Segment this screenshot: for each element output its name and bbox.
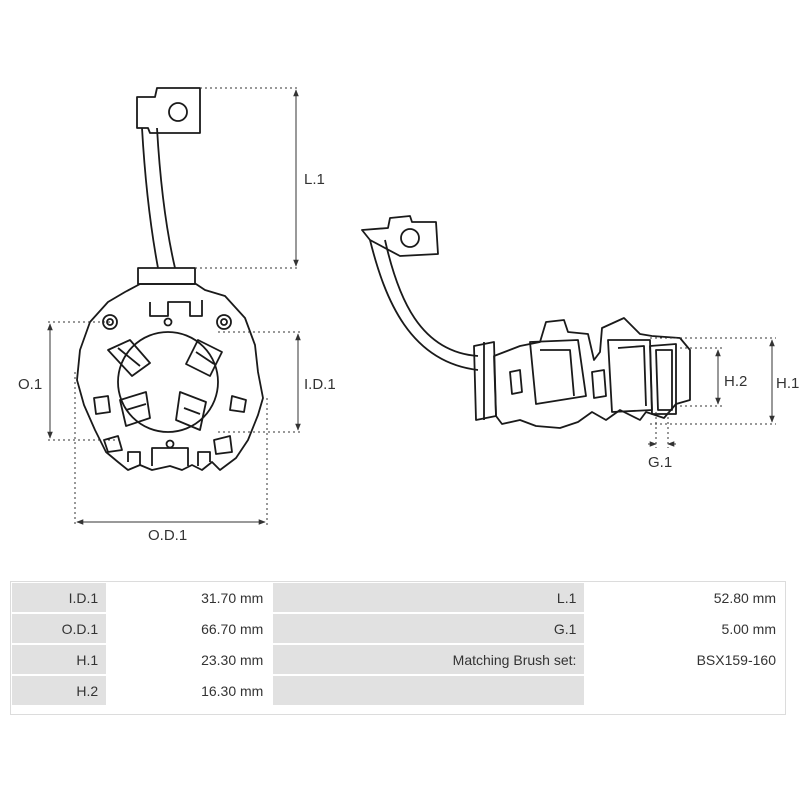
brush-box-2 [185,339,223,377]
brush-box-1 [107,339,151,377]
spec-table: I.D.1 31.70 mm L.1 52.80 mm O.D.1 66.70 … [10,581,786,707]
holder-plate [76,283,264,471]
dim-label-h2: H.2 [724,373,747,390]
center-pin-top [163,317,173,327]
spec-table-frame [10,581,786,715]
side-lead-wire [369,239,479,371]
terminal-lug [136,87,201,134]
brush-box-3 [119,391,151,427]
spec-label [273,676,585,705]
dim-label-od1: O.D.1 [148,527,187,544]
spec-label: H.1 [12,645,107,674]
front-view [76,87,264,471]
spec-value: 66.70 mm [108,614,272,643]
spec-label: Matching Brush set: [273,645,585,674]
spec-label: G.1 [273,614,585,643]
side-dimensions [648,337,776,448]
spec-value [586,676,784,705]
spec-label: H.2 [12,676,107,705]
side-wire-collar [473,341,497,421]
dim-label-g1: G.1 [648,454,672,471]
dim-label-l1: L.1 [304,171,325,188]
spec-value: 16.30 mm [108,676,272,705]
spec-label: O.D.1 [12,614,107,643]
dim-label-id1: I.D.1 [304,376,336,393]
spec-label: L.1 [273,583,585,612]
brush-box-4 [175,391,207,431]
table-row: H.1 23.30 mm Matching Brush set: BSX159-… [12,645,784,674]
table-row: H.2 16.30 mm [12,676,784,705]
spec-value: 23.30 mm [108,645,272,674]
front-dimensions [47,87,302,526]
technical-drawing: L.1 O.1 I.D.1 O.D.1 H.1 H.2 G.1 [18,87,799,544]
mount-hole-right [216,314,232,330]
spec-value: 52.80 mm [586,583,784,612]
dim-label-o1: O.1 [18,376,42,393]
wire-collar [137,267,196,285]
table-row: O.D.1 66.70 mm G.1 5.00 mm [12,614,784,643]
side-brush-box-3 [649,343,677,415]
lead-wire [141,127,176,269]
table-row: I.D.1 31.70 mm L.1 52.80 mm [12,583,784,612]
side-body [493,317,691,429]
side-brush-box-2 [607,339,653,413]
side-terminal-hole [400,228,420,248]
spec-label: I.D.1 [12,583,107,612]
side-view [361,215,691,429]
center-pin-bottom [165,439,175,449]
spec-value: BSX159-160 [586,645,784,674]
side-brush-box-1 [529,339,587,405]
inner-bore [117,331,219,433]
terminal-hole [168,102,188,122]
spec-value: 5.00 mm [586,614,784,643]
dim-label-h1: H.1 [776,375,799,392]
side-terminal-lug [361,215,439,257]
spec-value: 31.70 mm [108,583,272,612]
